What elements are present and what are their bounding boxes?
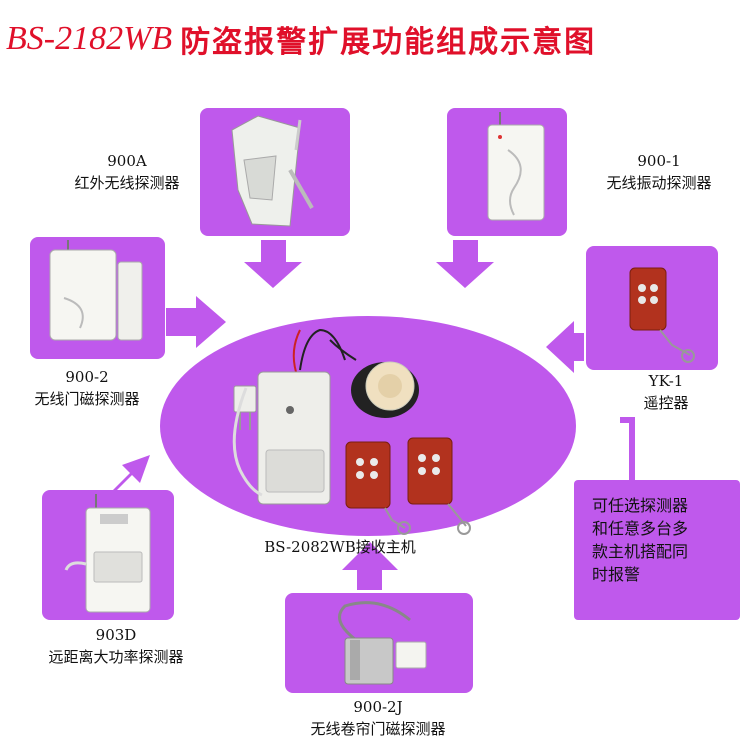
label-rolling-name: 无线卷帘门磁探测器 (310, 720, 446, 738)
note-line: 时报警 (592, 565, 641, 584)
arrow-door (166, 296, 226, 348)
label-vibration-model: 900-1 (637, 152, 681, 170)
arrow-longrange (112, 455, 150, 493)
label-longrange-name: 远距离大功率探测器 (48, 648, 184, 666)
siren-icon (329, 339, 419, 418)
arrow-rolling (342, 542, 398, 590)
label-remote-name: 遥控器 (643, 394, 689, 412)
receiver-unit-icon (232, 328, 346, 505)
pir-detector-icon (231, 115, 314, 227)
label-longrange-model: 903D (95, 626, 137, 644)
label-infrared-name: 红外无线探测器 (74, 174, 180, 192)
label-receiver: BS-2082WB接收主机 (264, 538, 416, 556)
label-rolling: 900-2J 无线卷帘门磁探测器 (278, 696, 478, 740)
label-rolling-model: 900-2J (353, 698, 403, 716)
title-model: BS-2182WB (6, 20, 173, 57)
label-door-model: 900-2 (65, 368, 109, 386)
label-infrared-model: 900A (107, 152, 147, 170)
vibration-detector-icon (487, 112, 545, 221)
label-door: 900-2 无线门磁探测器 (12, 366, 162, 410)
remote-center-left-icon (345, 441, 411, 535)
arrow-remote (546, 321, 584, 373)
door-magnet-icon (49, 240, 143, 341)
note-line: 款主机搭配同 (592, 542, 689, 561)
label-remote: YK-1 遥控器 (626, 370, 706, 414)
label-longrange: 903D 远距离大功率探测器 (16, 624, 216, 668)
rolling-door-magnet-icon (338, 601, 427, 685)
note-line: 可任选探测器 (592, 496, 689, 515)
diagram-title: BS-2182WB 防盗报警扩展功能组成示意图 (6, 14, 596, 64)
label-remote-model: YK-1 (648, 372, 684, 390)
label-vibration: 900-1 无线振动探测器 (584, 150, 734, 194)
label-door-name: 无线门磁探测器 (34, 390, 140, 408)
note-line: 和任意多台多 (592, 519, 689, 538)
note-box (574, 480, 740, 620)
long-range-detector-icon (64, 494, 151, 613)
label-vibration-name: 无线振动探测器 (606, 174, 712, 192)
remote-yk1-icon (629, 267, 695, 363)
remote-center-right-icon (407, 437, 471, 535)
title-text: 防盗报警扩展功能组成示意图 (180, 25, 597, 60)
arrow-vibration (436, 240, 494, 288)
arrow-infrared (244, 240, 302, 288)
label-infrared: 900A 红外无线探测器 (52, 150, 202, 194)
note-text: 可任选探测器 和任意多台多 款主机搭配同 时报警 (592, 494, 732, 586)
note-connector (620, 417, 635, 480)
